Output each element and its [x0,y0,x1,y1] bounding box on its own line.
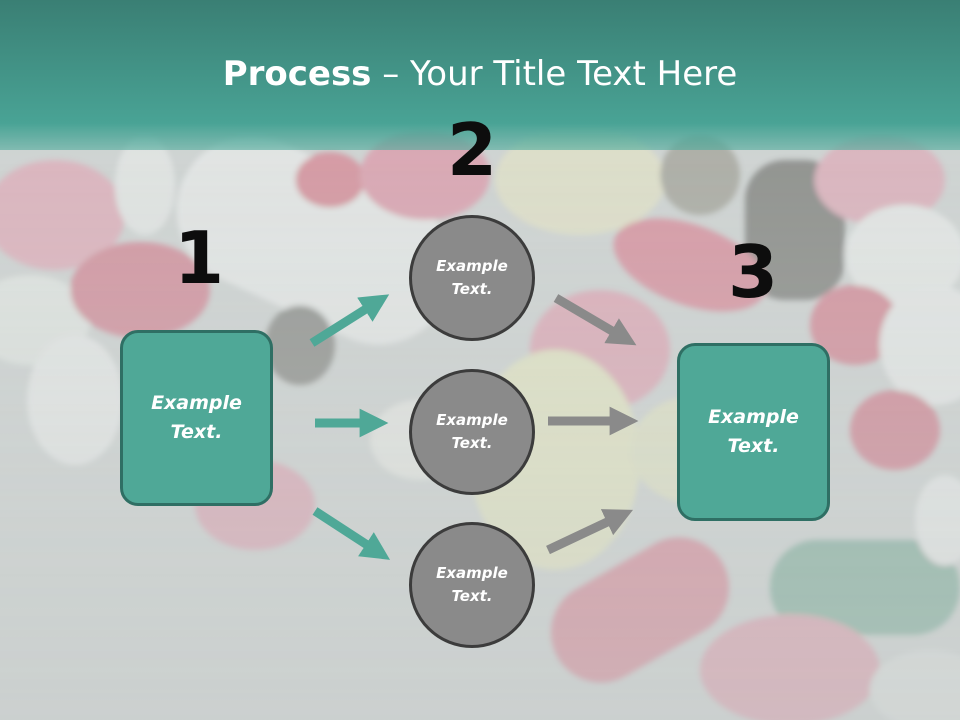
step3-box: Example Text. [677,343,830,521]
slide-title-bold: Process [222,54,372,94]
arrow-bottom-to-step3 [546,509,634,555]
step1-box: Example Text. [120,330,273,506]
step2-circle-bottom-text: Example Text. [436,564,508,605]
step2-circle-bottom: Example Text. [409,522,535,648]
step-number-3: 3 [727,230,779,314]
step2-circle-middle-text: Example Text. [436,411,508,452]
step-number-2: 2 [446,108,498,192]
step3-box-text: Example Text. [708,406,799,457]
step2-circle-top-text: Example Text. [436,257,508,298]
step-number-1: 1 [173,216,225,300]
slide-title: Process – Your Title Text Here [0,52,960,96]
arrow-top-to-step3 [553,294,637,346]
step2-circle-top: Example Text. [409,215,535,341]
arrow-step1-to-bottom [312,507,391,560]
arrow-step1-to-top [309,294,390,347]
title-banner: Process – Your Title Text Here [0,0,960,150]
step1-box-text: Example Text. [151,392,242,443]
step2-circle-middle: Example Text. [409,369,535,495]
slide-title-rest: – Your Title Text Here [371,54,738,94]
